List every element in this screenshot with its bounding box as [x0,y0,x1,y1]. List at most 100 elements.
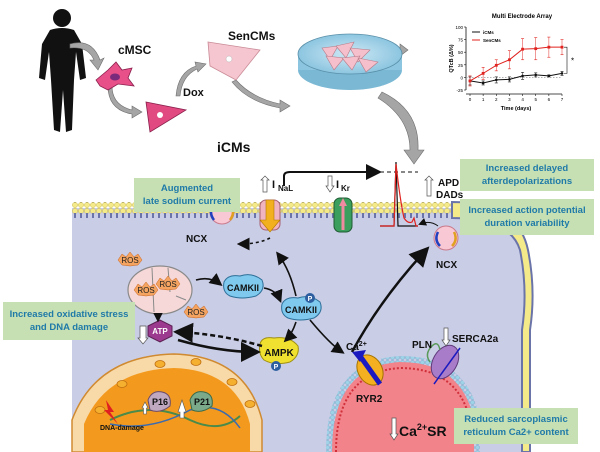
human-silhouette-icon [39,9,86,132]
data-point [494,78,498,82]
late-sodium-current-box: Augmented late sodium current [134,178,240,212]
data-point [534,47,538,51]
phospho-label: P [308,296,313,303]
series-line-SenCMs [469,46,562,82]
data-point [547,74,551,78]
delayed-afterdepolarizations-box: Increased delayed afterdepolarizations [460,159,594,191]
data-point [468,79,472,83]
significance-bracket [564,46,568,74]
p21-protein-icon: P21 [189,391,213,412]
data-point [481,71,485,75]
up-arrow-icon [141,401,149,415]
data-point [560,72,564,75]
x-axis-label: Time (days) [501,106,532,112]
camkii-phosphorylated-icon: CAMKII P [281,293,322,321]
dad-arrow [418,218,439,227]
p21-label: P21 [194,397,210,407]
sr-calcium-content-box: Reduced sarcoplasmic reticulum Ca2+ cont… [454,408,578,444]
ros-label: ROS [137,286,154,295]
cytoplasm-right [452,208,525,452]
data-point [494,63,498,67]
dox-label: Dox [183,87,205,99]
x-tick-label: 1 [482,97,485,102]
ncx-exchanger-right-icon [433,225,459,251]
ca-sr-label: Ca2+SR [399,422,447,439]
dna-damage-label: DNA-damage [100,425,144,432]
y-axis-label: QTcB (Δ%) [449,44,455,72]
serca2a-label: SERCA2a [452,334,499,345]
legend-label: SenCMs [483,38,501,43]
data-point [560,45,564,49]
series-line-iCMs [469,72,563,84]
dads-label: DADs [436,190,464,201]
sencms-label: SenCMs [228,29,276,43]
ros-burst-icons: ROS ROS ROS ROS [117,251,209,319]
ros-label: ROS [159,280,176,289]
oxidative-stress-box: Increased oxidative stress and DNA damag… [3,302,135,340]
x-tick-label: 2 [495,97,498,102]
ncx-left-label: NCX [186,234,207,245]
data-point [534,73,538,77]
atp-label: ATP [152,327,168,336]
up-arrow-icon [260,175,270,193]
camkii-label: CAMKII [227,283,259,293]
p16-protein-icon: P16 [147,391,171,412]
ampk-protein-icon: AMPK P [259,337,299,371]
ampk-label: AMPK [264,348,294,359]
sencms-cell-icon [207,41,261,81]
ikr-label: I [336,179,339,191]
significance-marker: * [571,56,574,65]
inal-label: I [272,179,275,191]
up-arrow-icon [424,175,434,197]
pathway-arrows [173,237,430,362]
data-point [481,81,485,85]
data-point [547,45,551,49]
sodium-channel-icon [259,199,281,233]
x-tick-label: 6 [548,97,551,102]
apd-variability-box: Increased action potential duration vari… [460,199,594,235]
ikr-sub-label: Kr [341,184,350,193]
y-tick-label: 100 [455,25,463,30]
data-point [508,58,511,62]
icms-cell-icon [145,101,188,133]
camkii-protein-icon: CAMKII [223,274,264,299]
y-tick-label: -25 [456,88,463,93]
cmsc-cell-icon [95,61,135,91]
down-arrow-icon [389,417,399,441]
down-arrow-icon [325,175,335,193]
apd-label: APD [438,178,459,189]
ros-label: ROS [187,308,204,317]
legend-label: iCMs [483,30,494,35]
down-arrow-icon [441,327,451,347]
ncx-right-label: NCX [436,260,457,271]
y-tick-label: 25 [458,63,464,68]
up-arrow-icon [177,399,187,419]
p16-label: P16 [152,397,168,407]
ros-label: ROS [121,256,138,265]
icms-label: iCMs [217,139,251,155]
cmsc-label: cMSC [118,43,152,57]
ca-label: Ca2+ [346,341,367,353]
petri-dish-icon [297,33,403,90]
data-point [521,47,524,51]
x-tick-label: 5 [534,97,537,102]
pln-label: PLN [412,340,432,351]
chart-title: Multi Electrode Array [492,14,553,20]
down-arrow-icon [137,325,149,345]
x-tick-label: 3 [508,97,511,102]
feedback-arrow [283,164,382,186]
action-potential-trace [380,161,418,227]
x-tick-label: 0 [469,97,472,102]
ryr2-label: RYR2 [356,394,383,405]
process-arrows [69,42,425,165]
ryr2-channel-icon [352,350,384,386]
camkii-label: CAMKII [285,305,317,315]
inal-sub-label: NaL [278,184,293,193]
potassium-channel-icon [333,197,353,233]
serca2a-pump-icon [426,343,461,385]
phospho-label: P [274,364,279,371]
x-tick-label: 4 [521,97,524,102]
y-tick-label: 75 [458,38,464,43]
y-tick-label: 50 [458,50,464,55]
